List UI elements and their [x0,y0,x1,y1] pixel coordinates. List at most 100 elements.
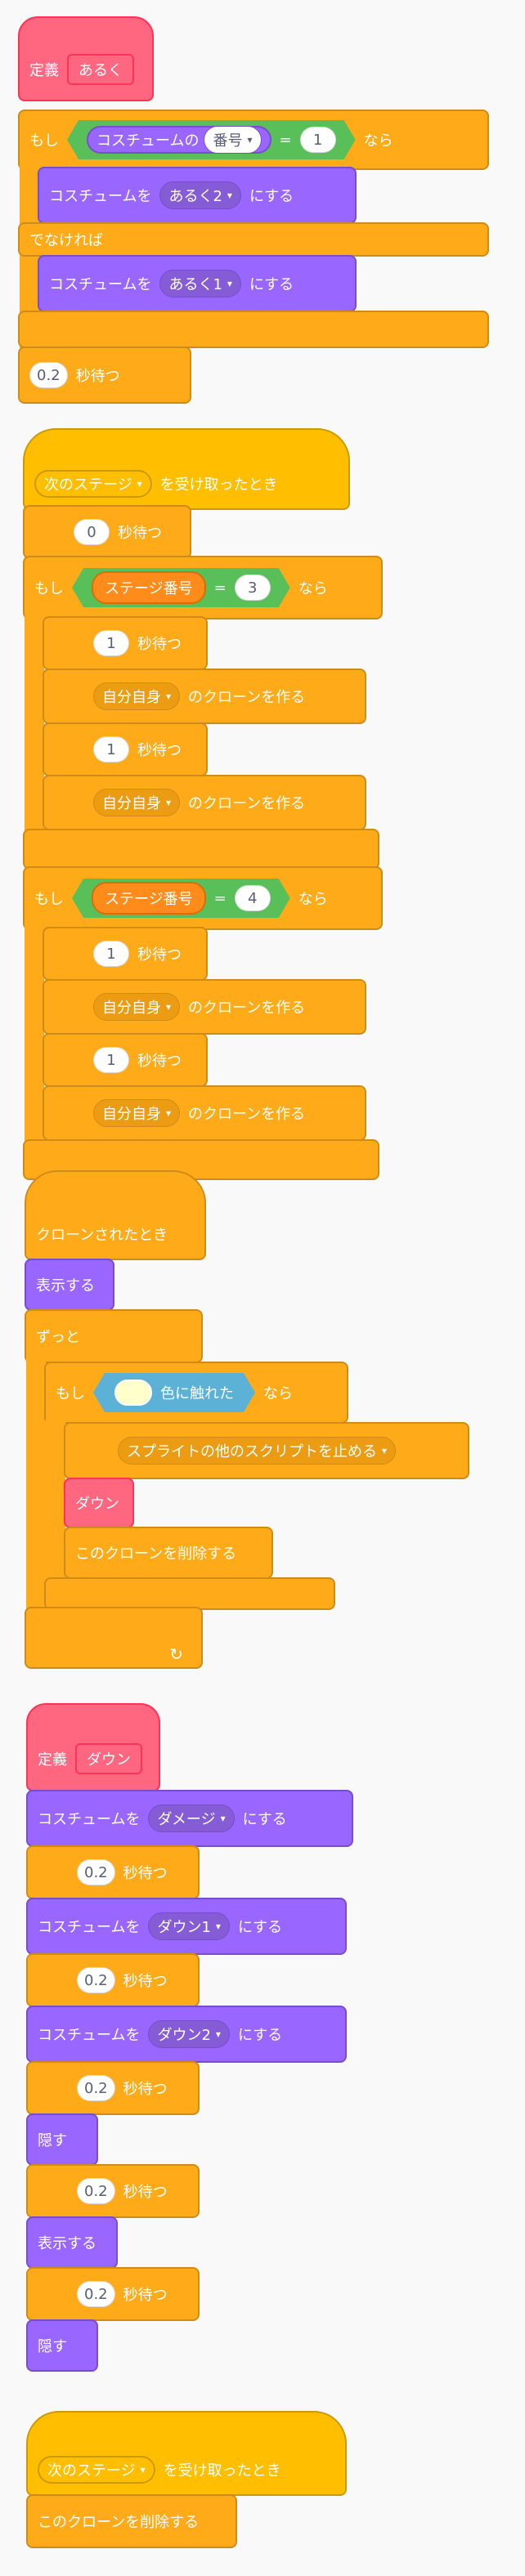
wait-seconds-input[interactable]: 0.2 [77,2178,115,2204]
wait-seconds-input[interactable]: 0.2 [77,2281,115,2307]
when-cloned-hat[interactable]: クローンされたとき [25,1170,206,1260]
stop-option-dropdown[interactable]: スプライトの他のスクリプトを止める▾ [118,1437,397,1465]
wait-seconds-input[interactable]: 1 [93,736,129,763]
create-clone-block[interactable]: 自分自身▾ のクローンを作る [43,979,366,1035]
if-label: もし [34,891,64,908]
define-label: 定義 [38,1751,67,1769]
show-block[interactable]: 表示する [25,1259,114,1311]
color-picker[interactable] [114,1380,152,1406]
delete-clone-label: このクローンを削除する [75,1545,237,1563]
wait-seconds-input[interactable]: 0.2 [77,2075,115,2101]
costume-property-reporter[interactable]: コスチュームの 番号 ▾ [87,126,271,154]
costume-dropdown[interactable]: ダウン1▾ [148,1912,230,1940]
define-label: 定義 [29,62,59,79]
if-arm [25,924,44,1178]
wait-block[interactable]: 0.2 秒待つ [26,1845,200,1899]
wait-block[interactable]: 0 秒待つ [23,505,191,559]
costume-prop-value: 番号 [213,132,243,150]
if-stage-3-block[interactable]: もし ステージ番号 = 3 なら [23,556,383,619]
when-receive-hat[interactable]: 次のステージ▾ を受け取ったとき [23,428,350,510]
hide-block[interactable]: 隠す [26,2113,98,2166]
stop-option: スプライトの他のスクリプトを止める [127,1443,377,1460]
when-cloned-label: クローンされたとき [36,1227,168,1244]
stage-number-variable[interactable]: ステージ番号 [92,571,206,604]
clone-target-dropdown[interactable]: 自分自身▾ [93,1099,181,1127]
wait-seconds-input[interactable]: 0.2 [77,1859,115,1885]
if-stage-4-block[interactable]: もし ステージ番号 = 4 なら [23,866,383,930]
wait-block[interactable]: 1 秒待つ [43,1033,208,1087]
when-receive-hat[interactable]: 次のステージ▾ を受け取ったとき [26,2411,347,2496]
chevron-down-icon: ▾ [247,134,253,145]
message-dropdown[interactable]: 次のステージ▾ [38,2456,155,2484]
wait-block[interactable]: 0.2 秒待つ [26,2061,200,2115]
stage-number-variable[interactable]: ステージ番号 [92,882,206,915]
define-walk-hat[interactable]: 定義 あるく [18,16,154,101]
clone-target: 自分自身 [102,1000,161,1017]
compare-value-input[interactable]: 4 [235,885,271,911]
switch-costume-label: コスチュームを [49,188,152,205]
show-block[interactable]: 表示する [26,2216,118,2269]
stop-block[interactable]: スプライトの他のスクリプトを止める▾ [64,1422,469,1479]
wait-block[interactable]: 0.2 秒待つ [26,2267,200,2321]
if-else-block[interactable]: もし コスチュームの 番号 ▾ = 1 なら [18,110,489,170]
costume-prop-dropdown[interactable]: 番号 ▾ [204,126,261,154]
if-touching-color-block[interactable]: もし 色に触れた なら [44,1362,348,1424]
wait-label: 秒待つ [137,636,182,653]
switch-costume-down1[interactable]: コスチュームを ダウン1▾ にする [26,1898,347,1955]
touching-color-condition[interactable]: 色に触れた [93,1373,255,1412]
else-bar: でなければ [18,222,489,257]
costume-dropdown[interactable]: ダメージ▾ [148,1805,235,1832]
compare-value-input[interactable]: 1 [300,127,336,153]
clone-target: 自分自身 [102,795,161,812]
suffix-label: にする [242,1811,287,1828]
clone-target-dropdown[interactable]: 自分自身▾ [93,993,181,1021]
wait-block[interactable]: 1 秒待つ [43,616,208,670]
create-clone-label: のクローンを作る [188,1000,306,1017]
wait-block[interactable]: 1 秒待つ [43,722,208,776]
compare-value-input[interactable]: 3 [235,575,271,601]
delete-clone-label: このクローンを削除する [38,2514,200,2531]
wait-block[interactable]: 0.2 秒待つ [26,2164,200,2218]
create-clone-block[interactable]: 自分自身▾ のクローンを作る [43,775,366,830]
create-clone-block[interactable]: 自分自身▾ のクローンを作る [43,1085,366,1141]
chevron-down-icon: ▾ [166,797,172,808]
wait-seconds-input[interactable]: 1 [93,1047,129,1073]
costume-of-label: コスチュームの [96,132,200,150]
switch-costume-walk1[interactable]: コスチュームを あるく1▾ にする [38,255,357,312]
switch-costume-walk2[interactable]: コスチュームを あるく2▾ にする [38,167,357,224]
costume-dropdown[interactable]: ダウン2▾ [148,2020,230,2048]
switch-costume-damage[interactable]: コスチュームを ダメージ▾ にする [26,1790,353,1847]
costume-dropdown[interactable]: あるく1▾ [159,270,241,297]
wait-seconds-input[interactable]: 1 [93,630,129,656]
wait-block[interactable]: 0.2 秒待つ [18,347,191,404]
equals-operator[interactable]: ステージ番号 = 3 [72,568,290,607]
costume-dropdown[interactable]: あるく2 ▾ [159,181,241,209]
clone-target-dropdown[interactable]: 自分自身▾ [93,682,181,710]
chevron-down-icon: ▾ [227,190,232,201]
hide-block[interactable]: 隠す [26,2319,98,2372]
call-down-block[interactable]: ダウン [64,1478,134,1528]
equals-operator[interactable]: ステージ番号 = 4 [72,879,290,918]
equals-sign: = [213,579,227,597]
walk-custom-block-name: あるく [67,54,134,85]
delete-clone-block[interactable]: このクローンを削除する [64,1527,273,1579]
wait-label: 秒待つ [75,368,120,385]
define-down-hat[interactable]: 定義 ダウン [26,1703,160,1791]
create-clone-block[interactable]: 自分自身▾ のクローンを作る [43,669,366,724]
wait-seconds-input[interactable]: 0.2 [29,362,68,388]
wait-seconds-input[interactable]: 1 [93,941,129,967]
costume-name: あるく2 [168,188,222,205]
if-label: もし [56,1385,85,1402]
delete-clone-block[interactable]: このクローンを削除する [26,2494,237,2548]
equals-operator[interactable]: コスチュームの 番号 ▾ = 1 [67,120,356,159]
message-dropdown[interactable]: 次のステージ▾ [34,470,152,498]
wait-label: 秒待つ [137,946,182,964]
forever-block[interactable]: ずっと [25,1309,203,1363]
wait-seconds-input[interactable]: 0.2 [77,1967,115,1993]
wait-block[interactable]: 1 秒待つ [43,927,208,981]
equals-sign: = [213,889,227,907]
clone-target-dropdown[interactable]: 自分自身 ▾ [93,789,181,816]
wait-block[interactable]: 0.2 秒待つ [26,1953,200,2007]
switch-costume-down2[interactable]: コスチュームを ダウン2▾ にする [26,2006,347,2063]
wait-seconds-input[interactable]: 0 [74,519,110,545]
